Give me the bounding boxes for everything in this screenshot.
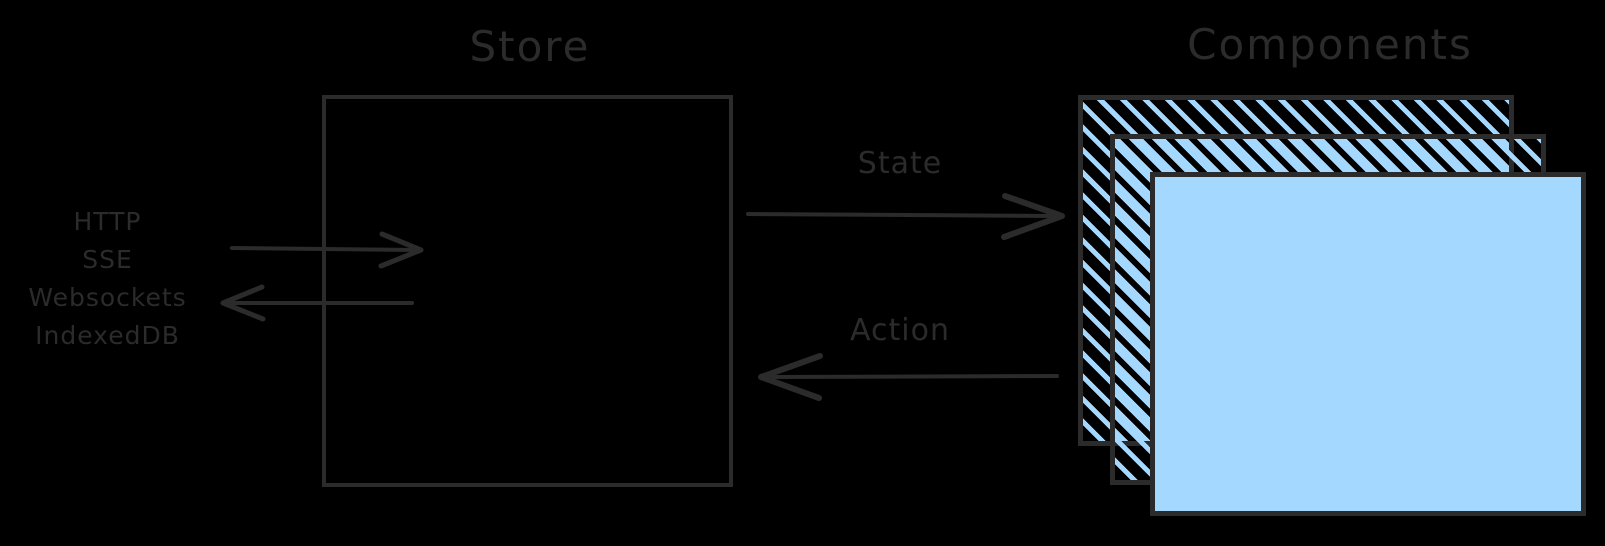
protocol-label-group: HTTP SSE Websockets IndexedDB [0,203,215,355]
action-arrow-label: Action [850,313,950,348]
action-arrow [758,353,1059,401]
store-title: Store [469,22,591,71]
component-box-front[interactable] [1150,172,1586,516]
state-arrow-label: State [857,146,943,181]
store-box [322,95,733,487]
components-title: Components [1187,20,1473,69]
state-arrow [746,193,1065,240]
protocol-label-http: HTTP [73,207,142,236]
protocol-label-sse: SSE [82,245,133,274]
protocol-label-indexeddb: IndexedDB [35,321,180,350]
protocol-label-websockets: Websockets [28,283,187,312]
